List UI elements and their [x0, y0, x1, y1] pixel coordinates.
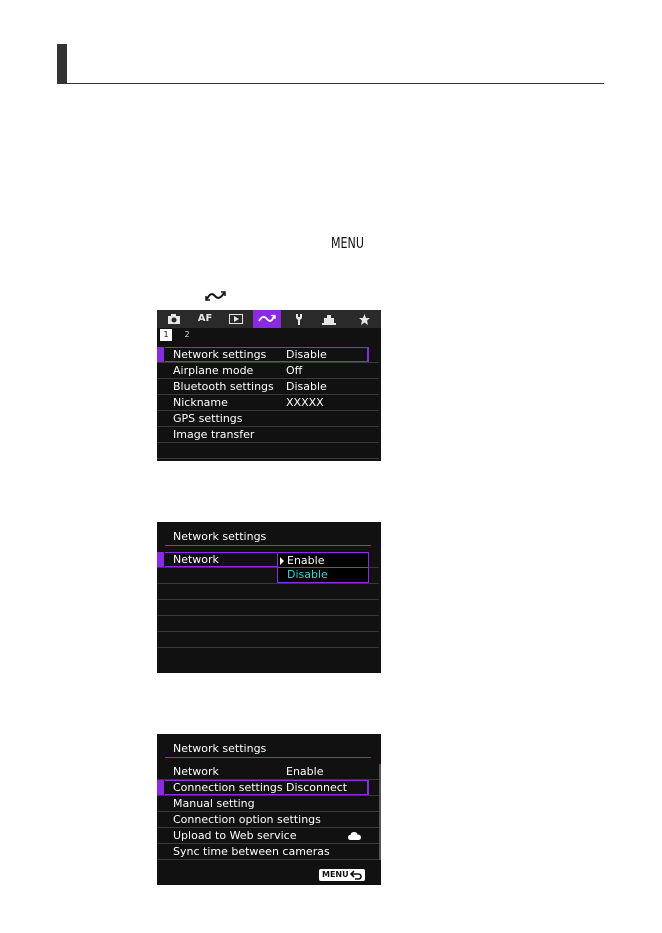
scrollbar[interactable] — [379, 764, 381, 860]
row-value: Off — [286, 364, 303, 377]
wireless-icon — [258, 314, 276, 322]
screen-title: Network settings — [173, 742, 267, 755]
row-label: Network — [173, 553, 219, 566]
row-value: Disable — [286, 380, 327, 393]
camera-network-settings-screen: Network settings Network Enable Disable — [157, 522, 381, 673]
row-label: Sync time between cameras — [173, 845, 330, 858]
custom-functions-icon — [322, 315, 336, 325]
playback-icon — [229, 314, 243, 324]
dropdown-divider — [278, 567, 368, 568]
section-heading-bar — [57, 44, 67, 84]
menu-row-empty — [157, 600, 379, 616]
menu-row-connection-settings[interactable]: Connection settings Disconnect — [157, 780, 379, 796]
subtab-1[interactable]: 1 — [160, 329, 172, 341]
menu-row-nickname[interactable]: Nickname XXXXX — [157, 395, 379, 411]
menu-row-airplane-mode[interactable]: Airplane mode Off — [157, 363, 379, 379]
menu-row-upload-to-web-service[interactable]: Upload to Web service — [157, 828, 379, 844]
menu-row-manual-setting[interactable]: Manual setting — [157, 796, 379, 812]
row-label: Connection option settings — [173, 813, 321, 826]
cloud-icon — [348, 832, 361, 840]
row-label: Image transfer — [173, 428, 255, 441]
menu-row-sync-time-between-cameras[interactable]: Sync time between cameras — [157, 844, 379, 860]
tab-setup[interactable] — [284, 310, 312, 328]
selection-arrow-icon — [280, 557, 284, 565]
row-label: Upload to Web service — [173, 829, 297, 842]
tab-custom-functions[interactable] — [315, 310, 343, 328]
menu-button-glyph: MENU — [331, 234, 364, 252]
row-label: Nickname — [173, 396, 228, 409]
menu-row-empty — [157, 616, 379, 632]
row-label: Connection settings — [173, 781, 283, 794]
row-value: Disconnect — [286, 781, 348, 794]
row-value: Disable — [286, 348, 327, 361]
camera-network-settings-enabled-screen: Network settings Network Enable Connecti… — [157, 734, 381, 885]
dropdown-option-disable[interactable]: Disable — [287, 568, 328, 581]
row-label: Network — [173, 765, 219, 778]
return-arrow-icon — [350, 870, 362, 880]
menu-row-empty — [157, 632, 379, 648]
camera-icon — [168, 314, 180, 324]
row-label: Network settings — [173, 348, 267, 361]
screen-title: Network settings — [173, 530, 267, 543]
row-value: XXXXX — [286, 396, 324, 409]
menu-row-bluetooth-settings[interactable]: Bluetooth settings Disable — [157, 379, 379, 395]
title-rule — [165, 545, 371, 546]
wireless-tab-icon — [205, 291, 226, 301]
tab-wireless[interactable] — [253, 310, 281, 328]
menu-row-gps-settings[interactable]: GPS settings — [157, 411, 379, 427]
wrench-icon — [296, 314, 302, 325]
menu-row-empty — [157, 443, 379, 459]
menu-back-label: MENU — [322, 870, 349, 879]
tab-my-menu[interactable] — [350, 310, 378, 328]
tab-playback[interactable] — [222, 310, 250, 328]
menu-back-button[interactable]: MENU — [319, 869, 365, 881]
tab-shooting[interactable] — [160, 310, 188, 328]
row-label: Airplane mode — [173, 364, 254, 377]
menu-row-connection-option-settings[interactable]: Connection option settings — [157, 812, 379, 828]
subtab-2[interactable]: 2 — [184, 330, 190, 339]
network-option-dropdown[interactable]: Enable Disable — [277, 552, 369, 583]
row-label: Bluetooth settings — [173, 380, 274, 393]
menu-row-image-transfer[interactable]: Image transfer — [157, 427, 379, 443]
section-heading-rule — [57, 83, 604, 84]
menu-row-empty — [157, 584, 379, 600]
menu-subtab-bar: 1 2 — [157, 328, 381, 342]
camera-menu-screen-wireless: AF 1 2 Network settings Disable Airplane… — [157, 310, 381, 461]
dropdown-option-enable[interactable]: Enable — [287, 554, 325, 567]
menu-row-network[interactable]: Network Enable — [157, 764, 379, 780]
tab-af[interactable]: AF — [197, 313, 213, 324]
row-label: GPS settings — [173, 412, 243, 425]
star-icon — [358, 314, 370, 325]
row-value: Enable — [286, 765, 324, 778]
menu-row-network-settings[interactable]: Network settings Disable — [157, 347, 379, 363]
title-rule — [165, 757, 371, 758]
menu-tab-bar: AF — [157, 310, 381, 328]
row-label: Manual setting — [173, 797, 255, 810]
